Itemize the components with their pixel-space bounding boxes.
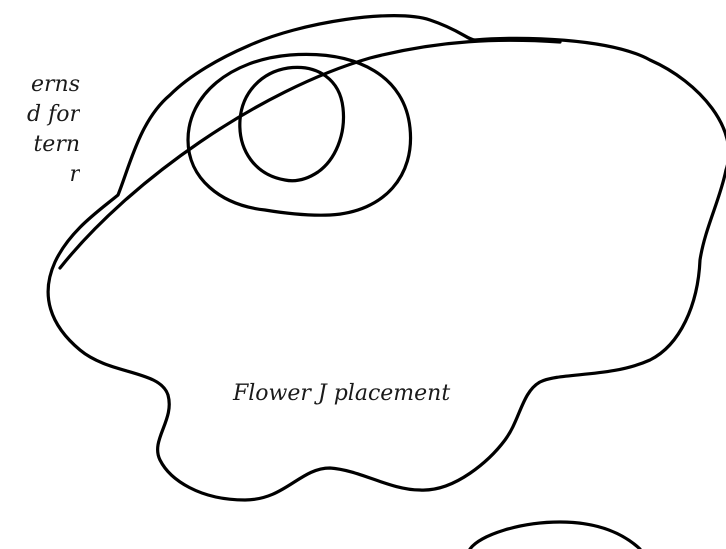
flower-sweep-line [60, 40, 560, 268]
flower-inner-coil [240, 67, 344, 180]
next-piece-curve [470, 522, 640, 549]
instruction-line-1: erns [0, 70, 80, 100]
instruction-line-4: r [0, 160, 80, 190]
instruction-line-2: d for [0, 100, 80, 130]
instruction-line-3: tern [0, 130, 80, 160]
instruction-text-fragment: erns d for tern r [0, 70, 80, 190]
flower-placement-caption: Flower J placement [233, 381, 450, 406]
flower-middle-ring [188, 54, 411, 215]
flower-outer-outline [48, 16, 726, 500]
